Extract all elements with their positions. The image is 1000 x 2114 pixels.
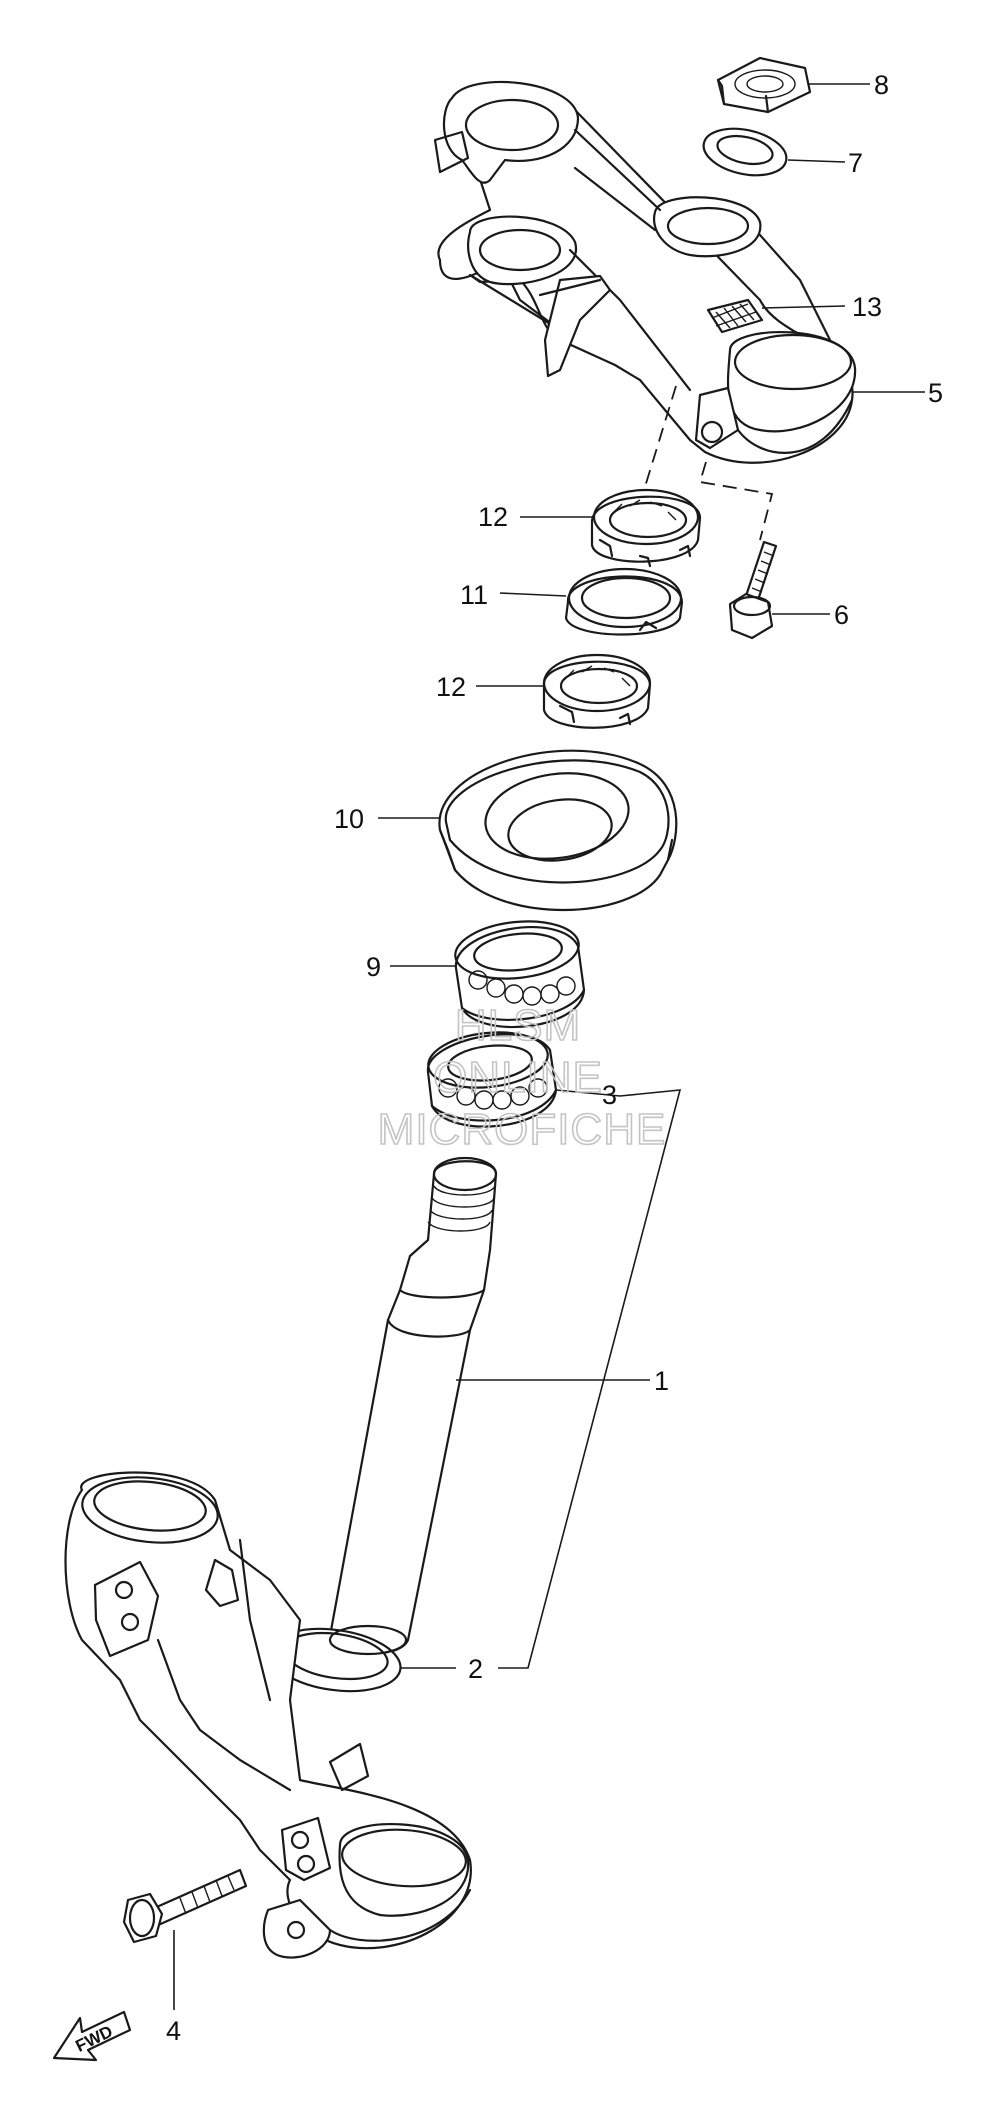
callout-4: 4 xyxy=(166,2016,181,2046)
callout-9: 9 xyxy=(366,952,381,982)
callout-13: 13 xyxy=(852,292,882,322)
part-3-lower-bearing[interactable] xyxy=(426,1027,558,1128)
part-12-upper-lock-nut[interactable] xyxy=(590,488,702,568)
part-8-steering-stem-nut[interactable] xyxy=(716,56,812,114)
part-12-lower-lock-nut[interactable] xyxy=(542,653,652,729)
leader-7 xyxy=(787,159,846,163)
part-10-dust-seal[interactable] xyxy=(438,749,678,912)
watermark: HLSM ONLINE MICROFICHE xyxy=(377,1000,667,1155)
part-9-upper-bearing[interactable] xyxy=(452,916,586,1029)
callout-3: 3 xyxy=(602,1080,617,1110)
part-11-washer[interactable] xyxy=(564,567,684,636)
lower-bracket[interactable] xyxy=(64,1471,472,1959)
leader-11 xyxy=(499,592,567,597)
part-7-washer[interactable] xyxy=(699,122,790,183)
watermark-line-3: MICROFICHE xyxy=(378,1105,667,1154)
watermark-line-1: HLSM xyxy=(455,1001,581,1050)
leader-3 xyxy=(498,1089,682,1669)
part-4-lower-pinch-bolt[interactable] xyxy=(122,1868,248,1944)
callout-10: 10 xyxy=(334,804,364,834)
callout-6: 6 xyxy=(834,600,849,630)
callout-2: 2 xyxy=(468,1654,483,1684)
part-6-pinch-bolt[interactable] xyxy=(728,540,778,640)
fwd-arrow-icon: FWD xyxy=(52,2010,132,2062)
alignment-line-bolt-to-bracket xyxy=(698,461,774,541)
callout-1: 1 xyxy=(654,1366,669,1396)
callout-12-upper: 12 xyxy=(478,502,508,532)
callout-7: 7 xyxy=(848,148,863,178)
callout-8: 8 xyxy=(874,70,889,100)
part-13-label-plate[interactable] xyxy=(706,298,764,334)
callout-12-lower: 12 xyxy=(436,672,466,702)
watermark-line-2: ONLINE xyxy=(433,1053,603,1102)
leader-13 xyxy=(761,305,846,309)
part-1-steering-stem[interactable] xyxy=(328,1156,498,1656)
alignment-line-stem-to-bracket xyxy=(643,385,677,491)
part-5-upper-bracket[interactable] xyxy=(433,80,857,464)
callout-11: 11 xyxy=(460,580,488,610)
callout-5: 5 xyxy=(928,378,943,408)
